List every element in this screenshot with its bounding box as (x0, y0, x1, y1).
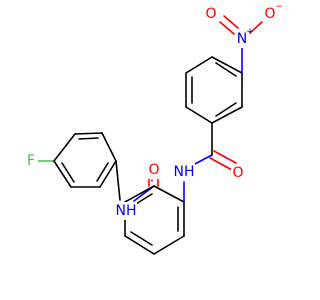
bond-ring3-d (211, 56, 243, 74)
bond-ring1-c (101, 132, 117, 162)
carbonyl-oxygen-label-2: O (232, 165, 243, 181)
nitro-oxygen-anion-label: O (264, 6, 275, 22)
nitro-negative-charge: − (275, 2, 283, 12)
bond-ring2-a (153, 185, 185, 203)
bond-c-nh1 (115, 160, 121, 201)
bond-ring1-dbl-c (61, 162, 75, 183)
bond-ring3-a (185, 106, 213, 124)
carbonyl-oxygen-label-1: O (148, 162, 159, 178)
nitro-oxygen-label: O (205, 6, 216, 22)
bond-ring3-f (211, 106, 243, 124)
bond-ring2-c (153, 235, 185, 255)
fluorine-atom: F (24, 152, 38, 170)
bond-n-o-dbl-b (223, 15, 239, 29)
bond-n-o-dbl-a (219, 21, 235, 35)
atom-label-layer: F NH O NH O N + (24, 2, 283, 220)
amide-nh-label-1: NH (116, 203, 137, 219)
bond-ring2-f (124, 185, 155, 203)
bond-layer (37, 15, 263, 255)
fluorine-label: F (27, 153, 35, 169)
bond-ring1-a (53, 133, 76, 162)
nitro-nitrogen-label: N (237, 31, 247, 47)
bond-ring1-dbl-b (96, 162, 109, 182)
bond-c2-o-dbl-b (213, 150, 237, 164)
carbonyl-oxygen-2: O (231, 164, 245, 182)
amide-nitrogen-2: NH (173, 163, 195, 181)
amide-nh-label-2: NH (174, 164, 195, 180)
molecule-diagram: F NH O NH O N + (24, 2, 283, 255)
bond-ring3-dbl-c (215, 102, 237, 117)
structure-svg: F NH O NH O N + (24, 2, 283, 255)
nitro-positive-charge: + (246, 27, 254, 37)
bond-ring1-f (53, 160, 72, 188)
carbonyl-oxygen-1: O (147, 161, 161, 179)
bond-ring1-b (74, 132, 103, 135)
bond-ring2-dbl-b (130, 231, 153, 246)
bond-ring3-dbl-b (215, 62, 237, 77)
amide-nitrogen-1: NH (115, 202, 137, 220)
bond-ring1-d (99, 160, 117, 188)
nitro-oxygen-anion: O − (263, 2, 283, 23)
bond-c2-o-dbl-a (209, 157, 233, 171)
nitro-oxygen: O (204, 5, 218, 23)
bond-ring1-dbl-a (78, 137, 99, 140)
nitro-nitrogen: N + (235, 27, 254, 48)
bond-ring3-c (185, 56, 213, 74)
bond-n-o-anion (249, 21, 263, 34)
bond-ring2-d (124, 235, 155, 255)
bond-nh2-c (192, 154, 213, 166)
